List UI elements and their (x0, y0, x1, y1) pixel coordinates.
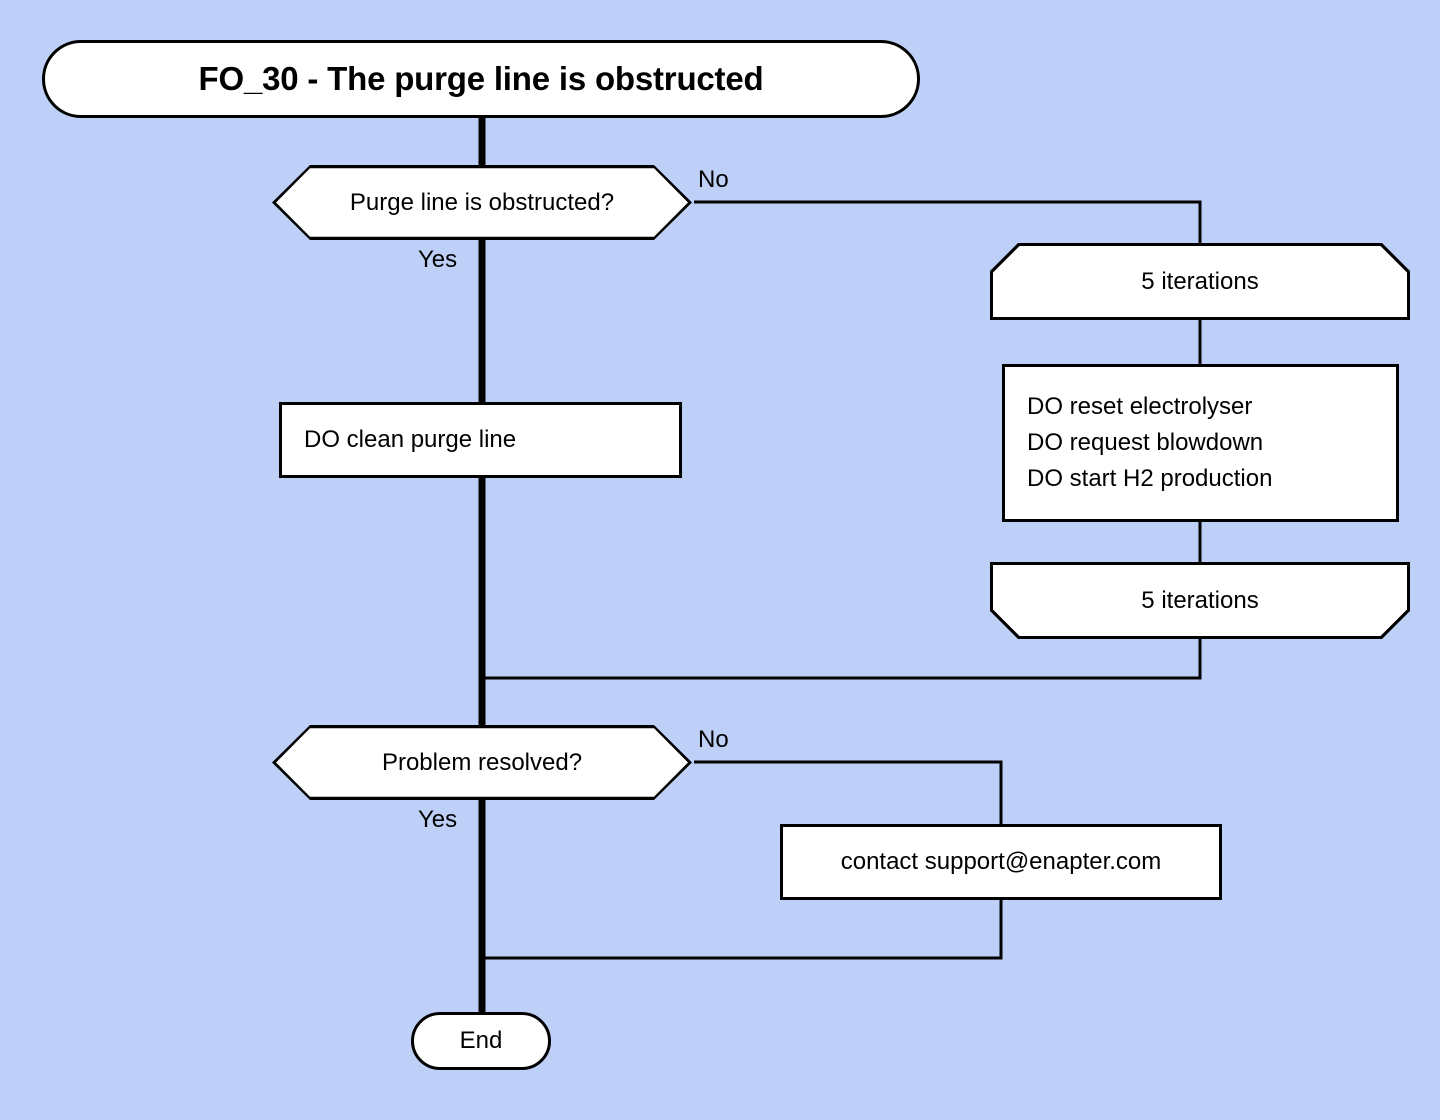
edge-loopend-to-spine (484, 638, 1202, 680)
edge-label-decision1-yes: Yes (418, 246, 458, 273)
edge-decision1-no-to-loopstart (694, 200, 1202, 244)
decision-label: Problem resolved? (381, 748, 583, 776)
action-line-1: DO reset electrolyser (1027, 393, 1253, 420)
action-clean-purge-line: DO clean purge line (279, 402, 682, 478)
loop-start-5-iterations: 5 iterations (990, 243, 1410, 320)
action-contact-support: contact support@enapter.com (780, 824, 1222, 900)
loop-end-fill (990, 562, 1410, 639)
title-node: FO_30 - The purge line is obstructed (42, 40, 920, 118)
loop-start-fill (990, 243, 1410, 320)
title-label: FO_30 - The purge line is obstructed (198, 60, 764, 97)
edge-label-decision2-yes: Yes (418, 806, 458, 833)
edge-label-decision1-no: No (698, 166, 729, 193)
action-line-3: DO start H2 production (1027, 465, 1273, 492)
edge-contact-to-spine (484, 900, 1003, 960)
edge-decision2-no-to-contact (694, 760, 1003, 824)
contact-label: contact support@enapter.com (840, 848, 1162, 875)
loop-start-label: 5 iterations (1141, 267, 1259, 295)
action-block-do-steps: DO reset electrolyser DO request blowdow… (1002, 364, 1399, 522)
loop-end-label: 5 iterations (1141, 586, 1259, 614)
action-line-2: DO request blowdown (1027, 429, 1264, 456)
end-node: End (411, 1012, 551, 1070)
decision-label: Purge line is obstructed? (349, 188, 615, 216)
decision-purge-line-obstructed: Purge line is obstructed? (272, 165, 692, 240)
decision-fill (272, 725, 692, 800)
loop-end-5-iterations: 5 iterations (990, 562, 1410, 639)
action-label: DO clean purge line (304, 426, 517, 453)
decision-fill (272, 165, 692, 240)
end-label: End (459, 1027, 503, 1054)
edge-label-decision2-no: No (698, 726, 729, 753)
decision-problem-resolved: Problem resolved? (272, 725, 692, 800)
